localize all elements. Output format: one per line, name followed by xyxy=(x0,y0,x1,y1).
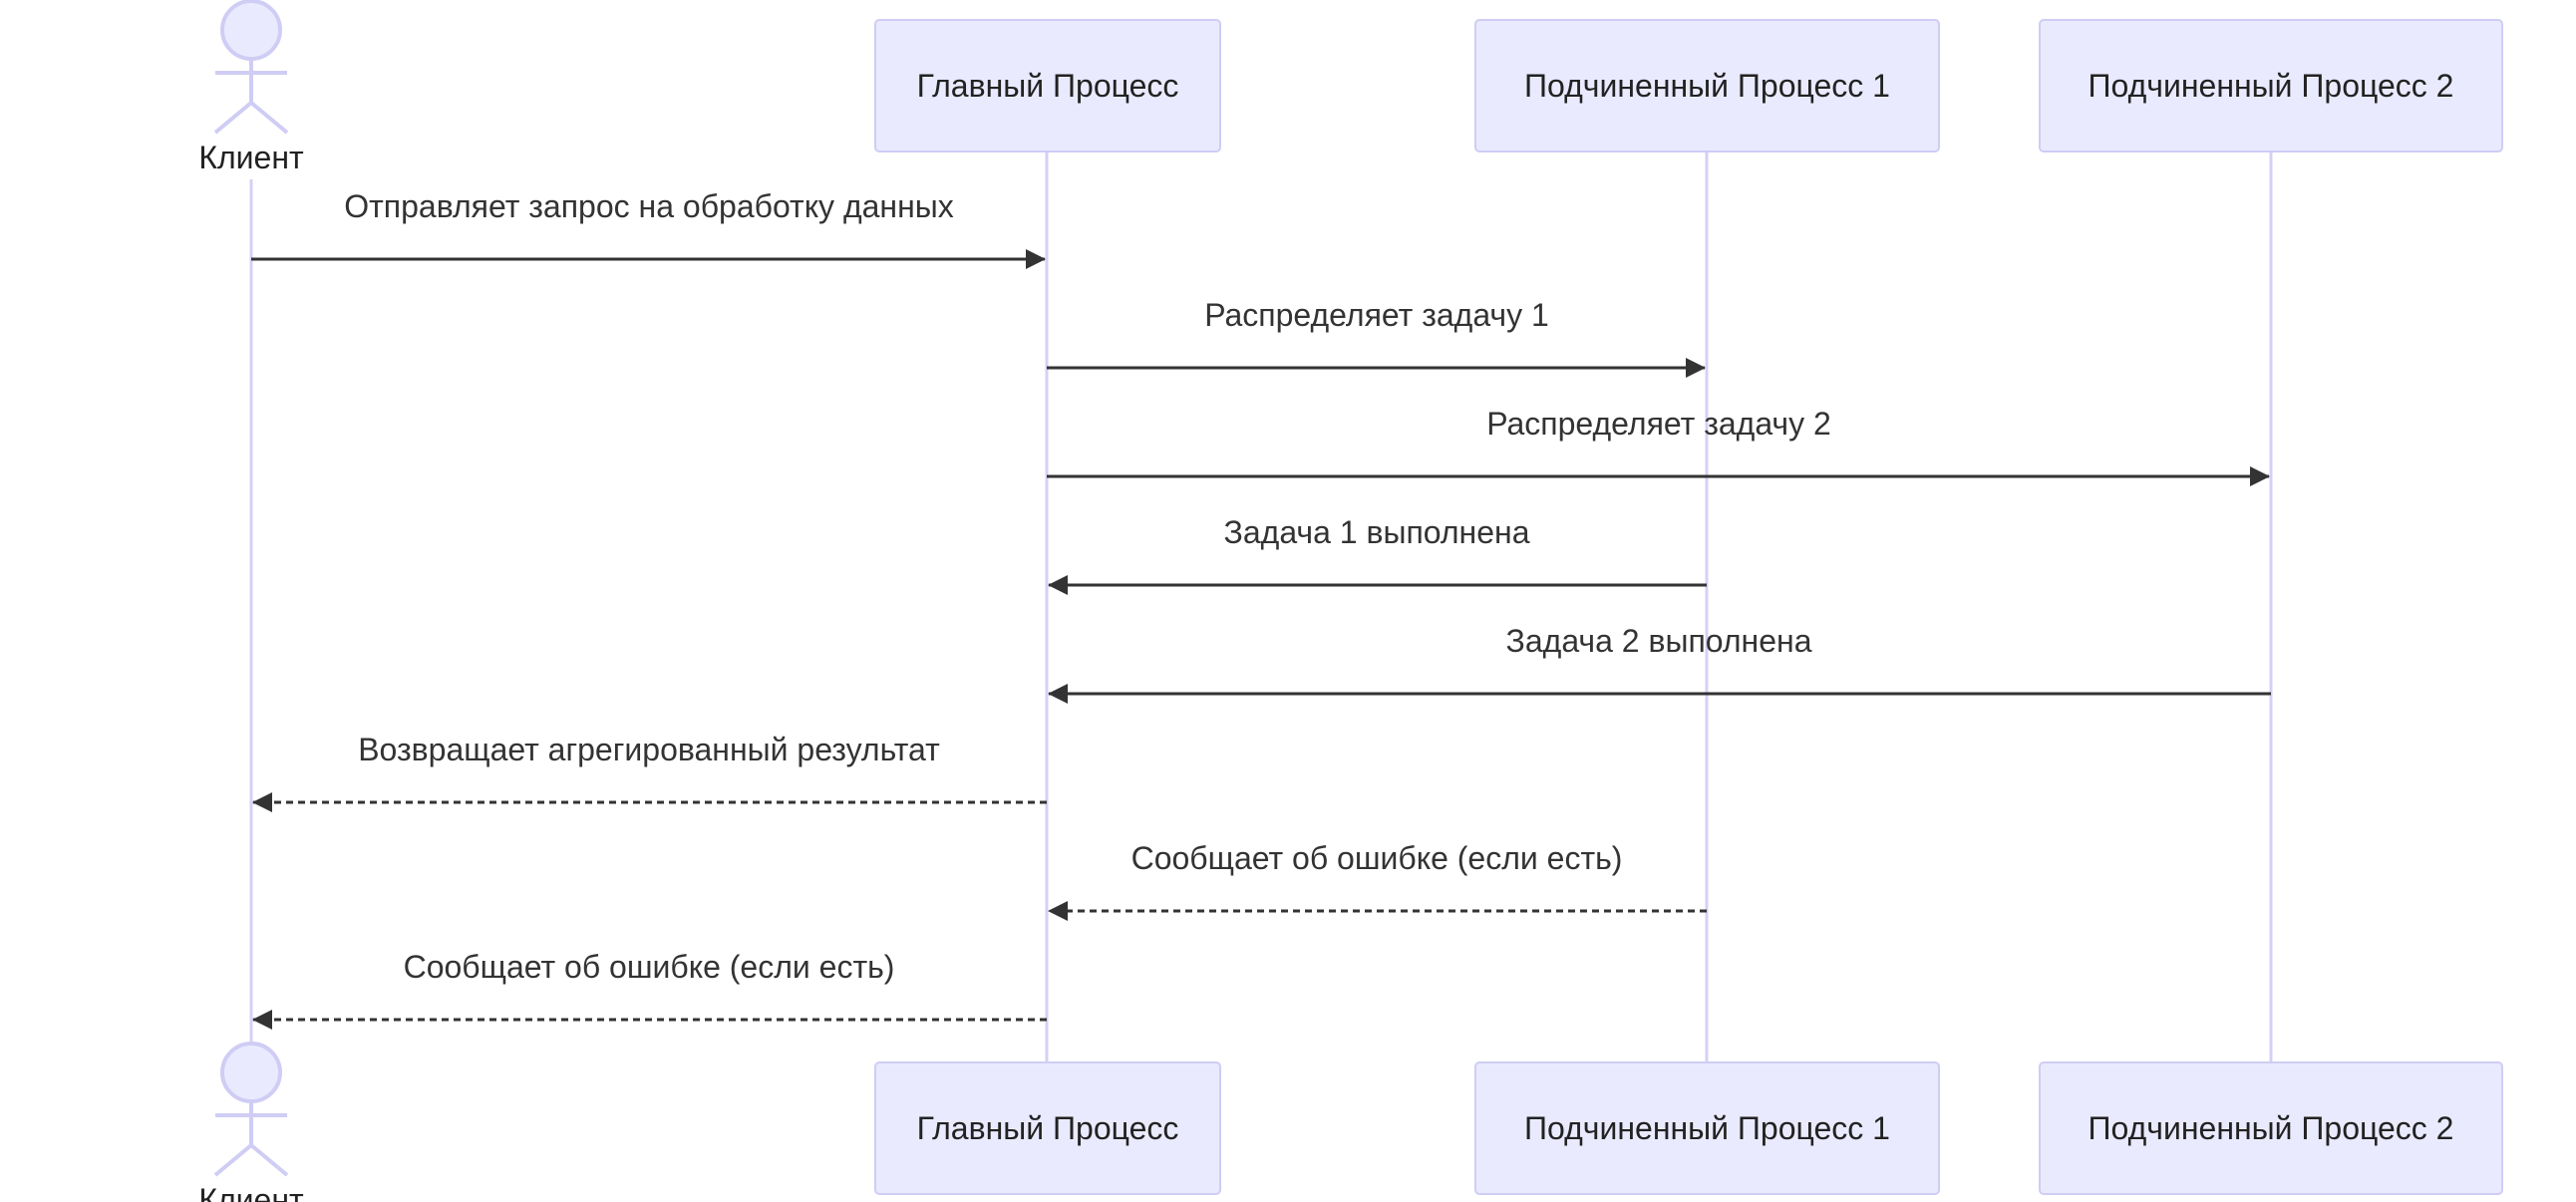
message-2: Распределяет задачу 1 xyxy=(1047,297,1706,378)
participant-box xyxy=(874,1061,1221,1195)
actor-head-icon xyxy=(220,0,282,61)
participant-main-top: Главный Процесс xyxy=(874,19,1221,152)
participant-box xyxy=(1474,19,1940,152)
actor-leg-right xyxy=(249,1143,289,1177)
actor-leg-left xyxy=(213,101,253,135)
participant-label: Клиент xyxy=(198,140,304,175)
participant-label: Подчиненный Процесс 2 xyxy=(2089,1110,2454,1146)
message-3: Распределяет задачу 2 xyxy=(1047,406,2270,486)
message-label: Задача 1 выполнена xyxy=(1224,514,1530,550)
actor-client-top: Клиент xyxy=(198,0,304,175)
message-label: Распределяет задачу 1 xyxy=(1204,297,1549,333)
participant-box xyxy=(1474,1061,1940,1195)
actor-head-icon xyxy=(220,1042,282,1103)
participant-sub2-top: Подчиненный Процесс 2 xyxy=(2039,19,2503,152)
participant-box xyxy=(874,19,1221,152)
participant-label: Подчиненный Процесс 1 xyxy=(1524,1110,1890,1146)
participant-label: Подчиненный Процесс 1 xyxy=(1524,68,1890,104)
message-7: Сообщает об ошибке (если есть) xyxy=(1048,840,1707,921)
participant-sub1-top: Подчиненный Процесс 1 xyxy=(1474,19,1940,152)
participant-label: Подчиненный Процесс 2 xyxy=(2089,68,2454,104)
participant-box xyxy=(2039,1061,2503,1195)
message-label: Задача 2 выполнена xyxy=(1506,623,1812,659)
message-label: Сообщает об ошибке (если есть) xyxy=(1131,840,1623,876)
message-8: Сообщает об ошибке (если есть) xyxy=(252,949,1047,1030)
participant-box xyxy=(2039,19,2503,152)
participant-label: Клиент xyxy=(198,1182,304,1202)
message-6: Возвращает агрегированный результат xyxy=(252,732,1047,812)
participant-label: Главный Процесс xyxy=(917,68,1179,104)
actor-leg-right xyxy=(249,101,289,135)
actor-client-bottom: Клиент xyxy=(198,1042,304,1202)
message-1: Отправляет запрос на обработку данных xyxy=(251,188,1046,269)
actor-leg-left xyxy=(213,1143,253,1177)
participant-main-bottom: Главный Процесс xyxy=(874,1061,1221,1195)
participant-sub1-bottom: Подчиненный Процесс 1 xyxy=(1474,1061,1940,1195)
message-label: Распределяет задачу 2 xyxy=(1486,406,1831,442)
message-label: Отправляет запрос на обработку данных xyxy=(344,188,954,224)
message-label: Возвращает агрегированный результат xyxy=(358,732,940,767)
message-label: Сообщает об ошибке (если есть) xyxy=(404,949,895,985)
message-4: Задача 1 выполнена xyxy=(1048,514,1707,595)
participant-sub2-bottom: Подчиненный Процесс 2 xyxy=(2039,1061,2503,1195)
participant-label: Главный Процесс xyxy=(917,1110,1179,1146)
message-5: Задача 2 выполнена xyxy=(1048,623,2271,704)
